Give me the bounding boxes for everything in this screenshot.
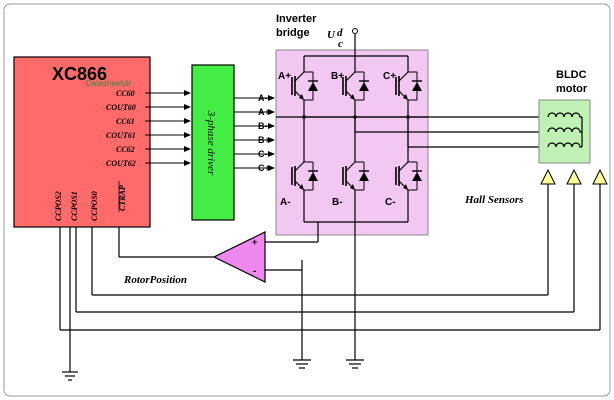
pin-cc61: CC61	[116, 117, 135, 126]
igbt-switch-a-high	[291, 71, 318, 101]
pin-cout62: COUT62	[106, 159, 136, 168]
motor-coil-1	[547, 112, 582, 118]
igbt-switch-c-low	[395, 161, 422, 191]
supply-label-sup: d	[337, 27, 343, 39]
driver-label: 3-phase driver	[205, 110, 217, 176]
drv-out-c-minus: C-	[258, 149, 268, 159]
comparator-plus: +	[252, 237, 257, 247]
sw-label-a-plus: A+	[278, 71, 291, 82]
phase-wires	[302, 115, 548, 148]
sw-label-c-minus: C-	[385, 197, 396, 208]
pin-cc62: CC62	[116, 145, 135, 154]
drv-out-b-minus: B-	[258, 121, 268, 131]
rotor-position-label: RotorPosition	[123, 274, 187, 286]
drv-out-c-plus: C+	[258, 163, 270, 173]
pin-cc60: CC60	[116, 89, 135, 98]
drv-out-a-minus: A-	[258, 93, 268, 103]
hall-sensors-label: Hall Sensors	[464, 194, 523, 206]
mcu-driver-links	[145, 90, 191, 166]
mcu-block: XC866 Datasheetdir CC60 COUT60 CC61 COUT…	[13, 56, 151, 228]
pin-ctrap: CTRAP	[118, 185, 127, 211]
motor-coil-2	[547, 127, 582, 133]
comparator-minus: -	[253, 266, 256, 277]
supply-label-sub: c	[338, 38, 343, 50]
mcu-title: XC866	[52, 64, 107, 84]
ground-symbol-bridge	[346, 359, 364, 369]
supply-label-main: U	[327, 29, 336, 41]
comparator	[118, 222, 319, 283]
motor-title-line2: motor	[556, 83, 588, 95]
inverter-title-line2: bridge	[276, 27, 310, 39]
inverter-title-line1: Inverter	[276, 13, 317, 25]
sw-label-b-plus: B+	[331, 71, 344, 82]
motor-coil-3	[547, 142, 582, 148]
ground-symbol-comparator	[293, 359, 311, 369]
igbt-switch-b-high	[342, 71, 369, 101]
sw-label-a-minus: A-	[280, 197, 291, 208]
igbt-switch-a-low	[291, 161, 318, 191]
pin-cout60: COUT60	[106, 103, 136, 112]
pin-cout61: COUT61	[106, 131, 136, 140]
pin-ccpos2: CCPOS2	[54, 191, 63, 221]
pin-ccpos1: CCPOS1	[70, 191, 79, 221]
watermark: Datasheetdir	[86, 79, 132, 88]
pin-ccpos0: CCPOS0	[90, 191, 99, 221]
ground-wires	[69, 222, 356, 372]
drv-out-b-plus: B+	[258, 135, 270, 145]
hall-feedback-wires	[59, 184, 601, 331]
driver-bridge-links	[234, 95, 275, 171]
sw-label-c-plus: C+	[383, 71, 396, 82]
igbt-switch-b-low	[342, 161, 369, 191]
sw-label-b-minus: B-	[332, 197, 343, 208]
driver-block: 3-phase driver	[191, 64, 235, 221]
drv-out-a-plus: A+	[258, 107, 270, 117]
motor-block	[538, 99, 591, 164]
igbt-switch-c-high	[395, 71, 422, 101]
ground-symbol-mcu	[62, 371, 78, 381]
motor-title-line1: BLDC	[556, 69, 587, 81]
